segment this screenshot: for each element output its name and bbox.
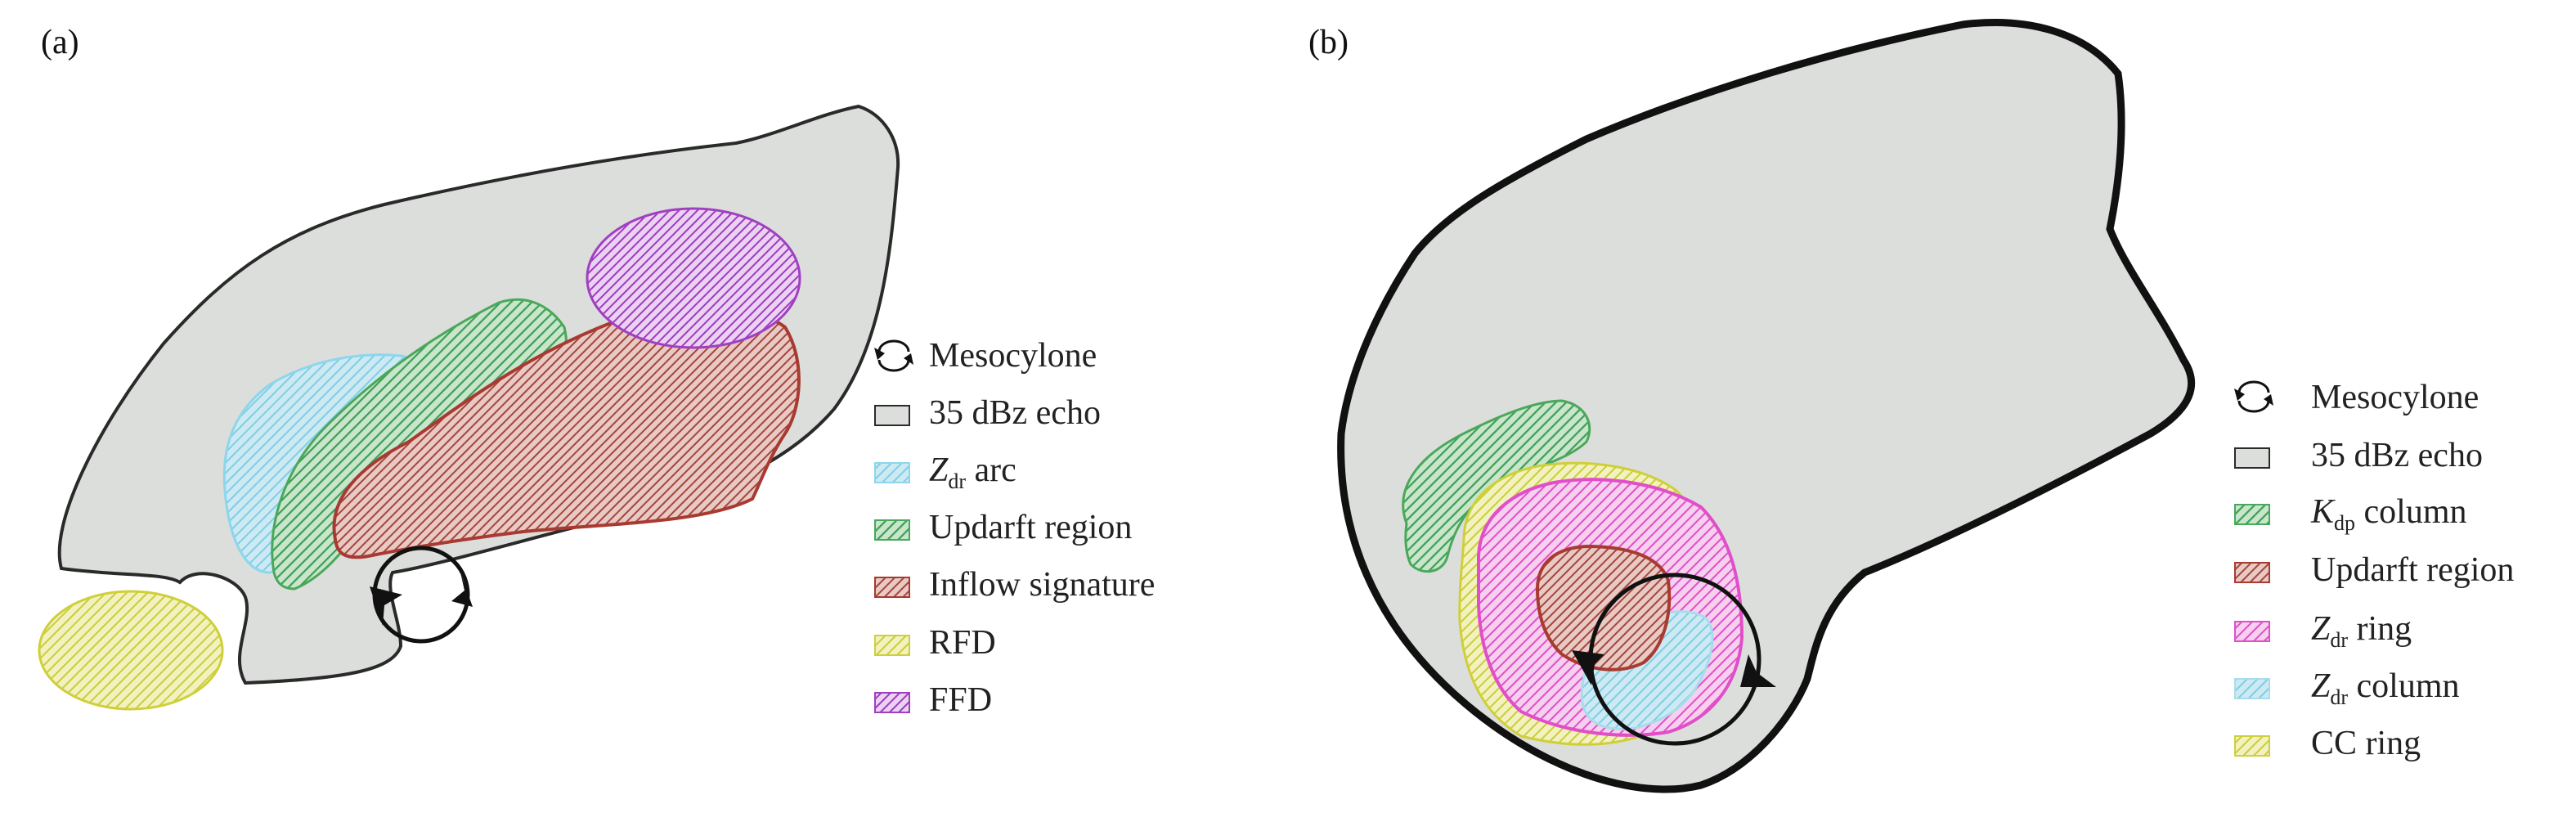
cc-ring-swatch: [2234, 735, 2270, 757]
panel-b-label: (b): [1308, 24, 1349, 61]
panel-a-legend: Mesocylone 35 dBz echo Zdr arc Updarft r…: [874, 337, 1155, 719]
legend-a-echo: 35 dBz echo: [874, 394, 1101, 432]
rfd-swatch: [874, 635, 910, 656]
mesocyclone-icon: [2234, 380, 2273, 413]
zdr-ring-swatch: [2234, 621, 2270, 642]
echo-swatch: [2234, 447, 2270, 469]
legend-b-echo-label: 35 dBz echo: [2311, 437, 2483, 474]
panel-b-legend: Mesocylone 35 dBz echo Kdp column Updarf…: [2234, 379, 2514, 762]
panel-b-updraft-region: [1535, 544, 1672, 672]
legend-a-updraft-label: Updarft region: [929, 509, 1132, 546]
legend-b-updraft-label: Updarft region: [2311, 551, 2514, 589]
panel-b-mesocyclone: [1572, 573, 1776, 746]
legend-b-kdp: Kdp column: [2234, 493, 2467, 535]
legend-b-zdr-ring: Zdr ring: [2234, 610, 2412, 652]
legend-a-zdr-arc-label: Zdr arc: [929, 451, 1016, 493]
legend-b-mesocyclone-label: Mesocylone: [2311, 379, 2479, 416]
ffd-swatch: [874, 692, 910, 713]
legend-a-ffd: FFD: [874, 681, 992, 719]
legend-a-inflow: Inflow signature: [874, 566, 1155, 604]
panel-a-inflow-signature: [332, 306, 801, 559]
legend-b-echo: 35 dBz echo: [2234, 437, 2483, 474]
legend-b-cc-ring-label: CC ring: [2311, 725, 2421, 762]
kdp-swatch: [2234, 504, 2270, 525]
panel-a-mesocyclone: [370, 546, 473, 644]
zdr-column-swatch: [2234, 678, 2270, 699]
updraft-swatch: [874, 519, 910, 541]
legend-b-mesocyclone: Mesocylone: [2234, 379, 2479, 416]
legend-a-echo-label: 35 dBz echo: [929, 394, 1101, 432]
panel-b-echo-region: [1337, 19, 2196, 793]
legend-b-updraft: Updarft region: [2234, 551, 2514, 589]
legend-a-rfd-label: RFD: [929, 624, 996, 662]
legend-b-zdr-ring-label: Zdr ring: [2311, 610, 2412, 652]
legend-a-inflow-label: Inflow signature: [929, 566, 1155, 604]
updraft-swatch: [2234, 562, 2270, 583]
legend-a-zdr-arc: Zdr arc: [874, 451, 1016, 493]
legend-a-mesocyclone: Mesocylone: [874, 337, 1097, 375]
panel-a-rfd: [38, 590, 224, 711]
legend-a-updraft: Updarft region: [874, 509, 1132, 546]
panel-a-ffd: [586, 207, 801, 349]
legend-a-rfd: RFD: [874, 624, 996, 662]
inflow-swatch: [874, 577, 910, 598]
legend-a-mesocyclone-label: Mesocylone: [929, 337, 1097, 375]
legend-b-zdr-column-label: Zdr column: [2311, 667, 2460, 709]
echo-swatch: [874, 405, 910, 426]
legend-b-cc-ring: CC ring: [2234, 725, 2421, 762]
mesocyclone-icon: [874, 339, 913, 372]
legend-b-kdp-label: Kdp column: [2310, 493, 2467, 535]
legend-a-ffd-label: FFD: [929, 681, 992, 719]
zdr-arc-swatch: [874, 462, 910, 483]
legend-b-zdr-column: Zdr column: [2234, 667, 2460, 709]
panel-a-label: (a): [41, 24, 79, 61]
